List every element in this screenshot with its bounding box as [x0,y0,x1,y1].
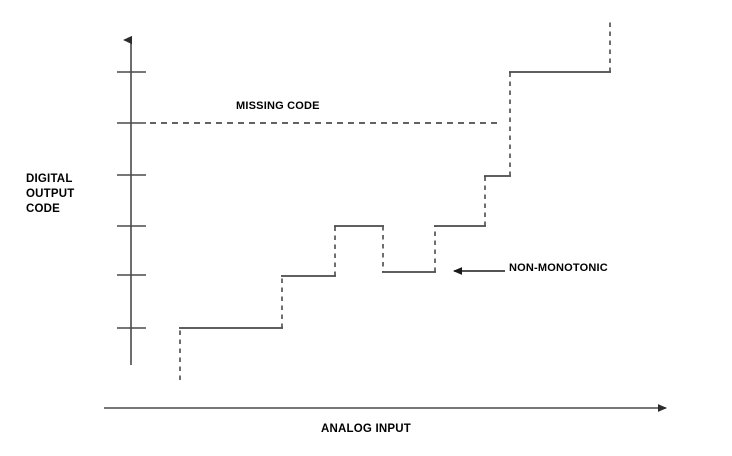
y-axis-title: DIGITAL OUTPUT CODE [26,173,75,215]
x-axis-title: ANALOG INPUT [321,423,411,435]
staircase-trace [179,18,611,380]
missing-code-label: MISSING CODE [236,100,320,112]
y-axis-group [117,35,146,365]
non-monotonic-label: NON-MONOTONIC [509,262,608,274]
